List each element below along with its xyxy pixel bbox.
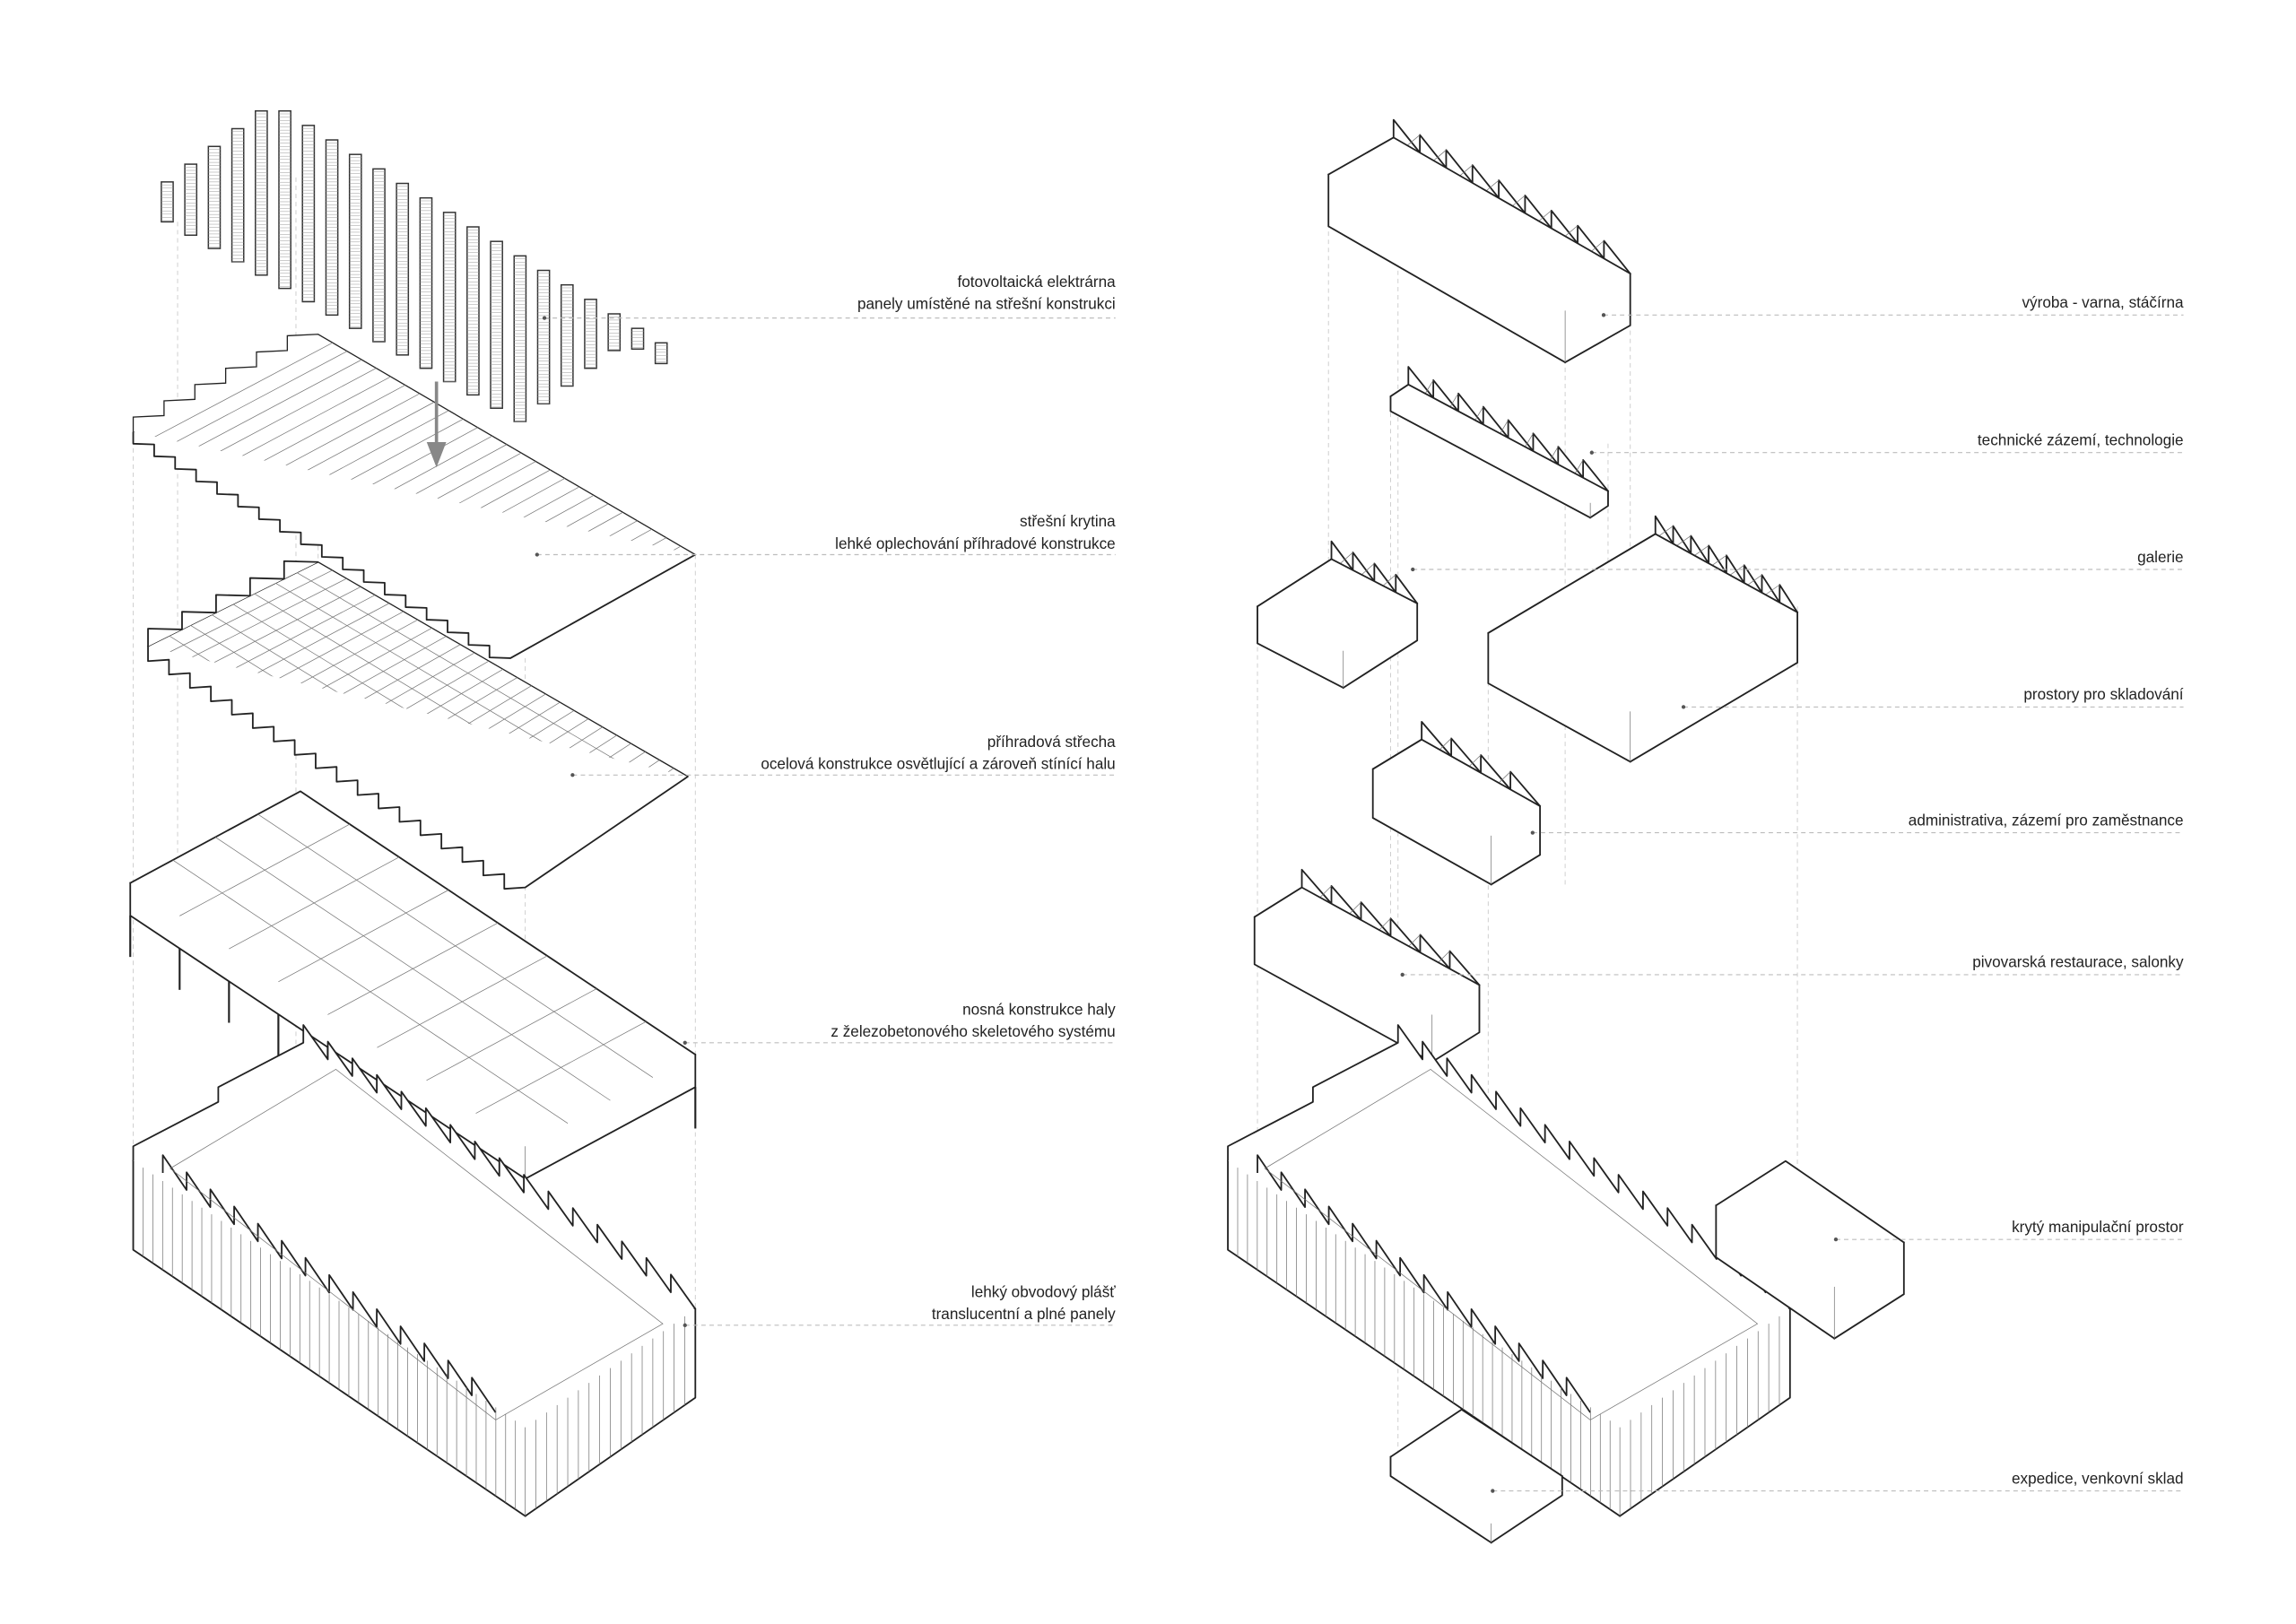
label-roofing-title: střešní krytina — [1020, 512, 1116, 530]
roof-cladding — [132, 334, 697, 659]
label-roofing-desc: lehké oplechování příhradové konstrukce — [835, 534, 1116, 552]
pv-panel — [560, 283, 574, 387]
volume-covered-handling — [1715, 1159, 1906, 1340]
pv-panel — [607, 313, 622, 352]
labels: fotovoltaická elektrárna panely umístěné… — [761, 273, 2184, 1487]
leader-dot — [1589, 450, 1594, 455]
leader-dot — [683, 1040, 687, 1045]
volume-gallery — [1256, 540, 1419, 690]
truss-roof — [146, 560, 690, 890]
pv-panel — [584, 299, 597, 369]
leader-dot — [1601, 313, 1606, 317]
pv-panel — [654, 342, 668, 365]
leader-dot — [1491, 1489, 1495, 1493]
pv-panel — [348, 153, 362, 329]
label-pv-title: fotovoltaická elektrárna — [957, 273, 1116, 291]
pv-panel — [419, 196, 433, 369]
label-pv-desc: panely umístěné na střešní konstrukci — [857, 295, 1116, 313]
leader-dot — [1833, 1238, 1839, 1242]
label-storage: prostory pro skladování — [2023, 685, 2183, 703]
pv-panel — [396, 182, 410, 356]
volume-restaurant — [1253, 868, 1481, 1064]
label-covered-handling: krytý manipulační prostor — [2012, 1218, 2184, 1236]
pv-panel — [207, 145, 222, 249]
leader-dot — [1681, 705, 1686, 709]
label-structure-title: nosná konstrukce haly — [962, 1000, 1116, 1018]
ground-floor-envelope — [1226, 1024, 1791, 1517]
volume-administration — [1371, 720, 1542, 886]
pv-panel — [278, 109, 291, 290]
label-gallery: galerie — [2137, 548, 2183, 566]
volume-technical — [1389, 366, 1610, 519]
pv-panel — [301, 125, 316, 303]
pv-panel — [230, 127, 245, 263]
pv-panel — [490, 240, 503, 409]
functional-volumes-axonometry — [1226, 118, 1906, 1544]
leader-dot — [1400, 972, 1405, 977]
volume-production — [1326, 118, 1632, 364]
label-technical: technické zázemí, technologie — [1978, 430, 2184, 448]
leader-dot — [683, 1323, 687, 1327]
leader-dot — [535, 552, 539, 557]
volume-expedition — [1389, 1408, 1564, 1544]
light-envelope — [132, 1024, 697, 1517]
label-restaurant: pivovarská restaurace, salonky — [1972, 953, 2184, 971]
label-envelope-title: lehký obvodový plášť — [971, 1282, 1116, 1300]
leader-dot — [542, 316, 547, 320]
down-arrow-icon — [426, 381, 447, 468]
leader-dot — [1411, 567, 1415, 572]
leader-dot — [570, 773, 575, 777]
pv-panel — [513, 255, 527, 422]
label-structure-desc: z železobetonového skeletového systému — [831, 1022, 1115, 1040]
concrete-skeleton — [128, 790, 697, 1220]
label-expedition: expedice, venkovní sklad — [2012, 1469, 2184, 1487]
label-truss-desc: ocelová konstrukce osvětlující a zároveň… — [761, 755, 1115, 773]
label-envelope-desc: translucentní a plné panely — [932, 1305, 1116, 1323]
pv-panel — [631, 327, 645, 350]
pv-panel — [372, 168, 386, 343]
label-administration: administrativa, zázemí pro zaměstnance — [1909, 811, 2184, 829]
pv-panel — [161, 181, 174, 223]
leader-lines — [535, 313, 2184, 1493]
structural-layers-axonometry — [128, 109, 697, 1517]
pv-panel — [442, 212, 457, 383]
photovoltaic-panels — [161, 109, 668, 422]
label-truss-title: příhradová střecha — [987, 733, 1116, 751]
volume-storage — [1487, 515, 1799, 763]
leader-dot — [1530, 830, 1535, 835]
pv-panel — [536, 269, 551, 405]
label-production: výroba - varna, stáčírna — [2022, 293, 2184, 311]
